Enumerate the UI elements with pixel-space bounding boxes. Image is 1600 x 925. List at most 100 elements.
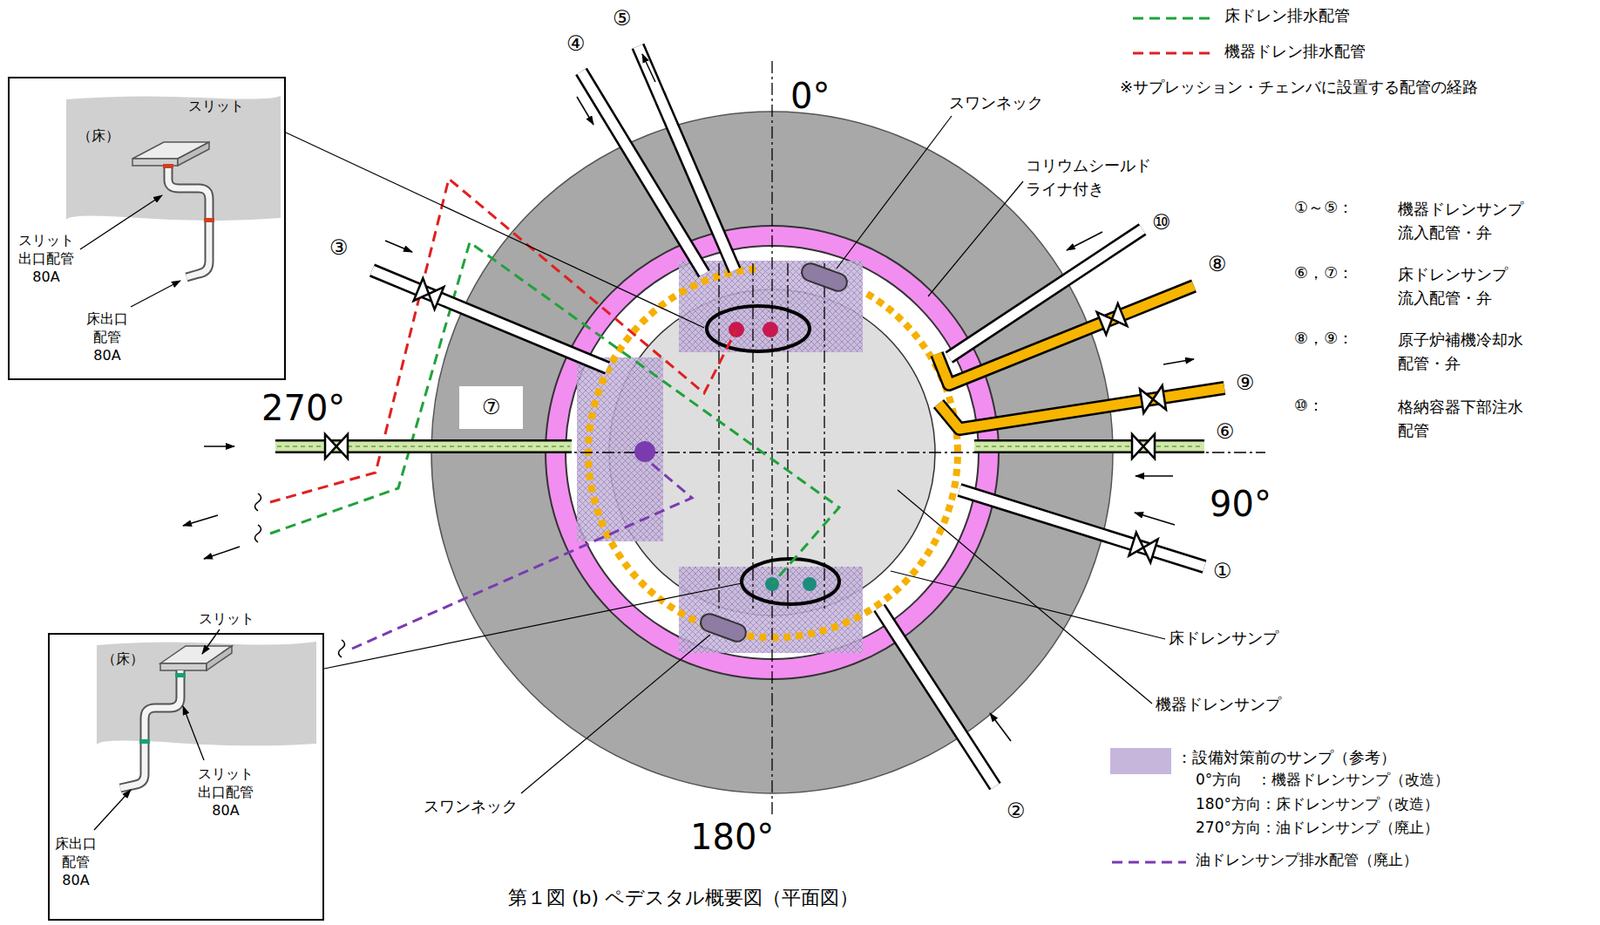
break-mark <box>255 524 262 543</box>
pipe <box>637 46 735 271</box>
flow-arrow <box>989 712 1011 741</box>
pointer-arrow <box>94 789 131 830</box>
old-sump <box>678 566 863 653</box>
pointer-arrow <box>183 705 204 760</box>
legend-line <box>1132 17 1214 21</box>
flow-arrows <box>183 54 1194 741</box>
inset-box: スリット（床）スリット 出口配管 80A床出口 配管 80A <box>47 632 325 921</box>
leader-line <box>521 634 711 794</box>
swan-neck <box>799 260 850 293</box>
slit-plate <box>160 663 207 671</box>
drain-dot <box>802 576 817 591</box>
inset-top-figure <box>66 95 281 307</box>
node-text: 床出口 配管 80A <box>54 834 97 889</box>
angle-label: 180° <box>688 813 776 860</box>
pipe <box>879 607 996 787</box>
valve-symbol <box>1128 532 1158 563</box>
node-text: スリット 出口配管 80A <box>18 231 75 286</box>
pipe <box>949 229 1143 358</box>
flow-arrow <box>385 240 413 252</box>
cooling-water-pipe <box>938 387 1225 429</box>
floor-drain-line <box>270 242 840 584</box>
node-text: ⑦ <box>481 393 502 421</box>
cooling-water-pipe <box>936 285 1194 385</box>
callout-number: ⑤ <box>612 5 632 33</box>
node-text: （床） <box>77 127 120 146</box>
node-text: スリット <box>198 610 255 629</box>
key-number: ①～⑤： <box>1294 196 1354 217</box>
pointer-arrow <box>130 280 181 307</box>
pipe <box>372 270 608 368</box>
sump-details <box>634 260 850 644</box>
valve-symbol <box>413 277 445 310</box>
node-text: 床出口 配管 80A <box>86 310 129 365</box>
valve-symbol <box>1097 303 1128 335</box>
legend-line <box>1132 52 1214 55</box>
leader-line <box>324 583 742 669</box>
legend-line <box>1111 861 1187 864</box>
drain-lines <box>270 178 840 649</box>
sump-ellipse <box>706 305 810 352</box>
equipment-drain-line <box>270 178 737 502</box>
drain-dot <box>762 321 779 338</box>
callout-number: ③ <box>329 234 349 262</box>
pipe-outline <box>372 270 608 368</box>
valve-symbol <box>1139 385 1167 414</box>
pipe-outline <box>938 387 1225 429</box>
node-text: （床） <box>101 650 144 669</box>
note: ※サプレッション・チェンバに設置する配管の経路 <box>1119 76 1478 97</box>
leader-line <box>285 132 705 328</box>
flow-arrow <box>203 445 235 448</box>
center-lines <box>275 61 1266 850</box>
legend-samples <box>1111 18 1214 862</box>
center-line <box>771 61 773 850</box>
key-text: 機器ドレンサンプ 流入配管・弁 <box>1397 196 1524 245</box>
valve-symbol <box>1132 433 1155 459</box>
part-label: スワンネック <box>423 795 518 816</box>
legend-swatch <box>1110 747 1172 774</box>
weld-mark <box>139 738 150 744</box>
inset-box: スリット （床） スリット 出口配管 80A 床出口 配管 80A <box>7 76 286 380</box>
leader-lines <box>285 115 1166 794</box>
pipe-outline <box>959 489 1205 567</box>
angle-label: 0° <box>790 73 830 119</box>
callout-number: ④ <box>566 30 586 58</box>
floor-area <box>96 641 317 746</box>
valve-symbol <box>325 433 348 459</box>
legend-text: 床ドレン排水配管 <box>1224 5 1350 26</box>
key-number: ⑥，⑦： <box>1294 262 1354 283</box>
weld-mark <box>162 163 174 169</box>
callout-number: ⑧ <box>1207 250 1228 278</box>
weld-mark <box>175 672 186 678</box>
legend-text: ：設備対策前のサンプ（参考） <box>1176 746 1397 767</box>
part-label: コリウムシールド ライナ付き <box>1025 153 1152 201</box>
break-mark <box>255 493 262 511</box>
flow-arrow <box>642 54 656 82</box>
weld-mark <box>203 217 215 223</box>
flow-arrow <box>1066 231 1103 251</box>
callout-box: ⑦ <box>459 386 523 429</box>
flow-arrow <box>183 515 218 526</box>
inset-bottom-figure <box>94 629 317 830</box>
node-text: スリット <box>188 97 245 116</box>
flow-arrow <box>203 546 240 559</box>
part-label: スワンネック <box>949 92 1044 113</box>
slit-pipe <box>168 165 210 278</box>
valves <box>325 277 1167 563</box>
callout-number: ⑨ <box>1235 369 1255 397</box>
flow-arrow <box>1163 359 1194 365</box>
leader-line <box>836 115 952 269</box>
leader-line <box>928 181 1024 297</box>
key-text: 床ドレンサンプ 流入配管・弁 <box>1397 262 1508 310</box>
pipe-hatch <box>976 445 1203 448</box>
callout-number: ② <box>1006 797 1026 825</box>
break-mark <box>338 639 346 658</box>
legend-subline: 270°方向：油ドレンサンプ（廃止） <box>1195 817 1439 837</box>
slit-pipe <box>168 165 210 278</box>
slit-plate <box>206 645 232 671</box>
legend-text: 油ドレンサンプ排水配管（廃止） <box>1195 849 1418 869</box>
old-sumps <box>576 260 863 653</box>
flow-arrow <box>1134 512 1175 525</box>
callout-number: ① <box>1213 557 1233 585</box>
